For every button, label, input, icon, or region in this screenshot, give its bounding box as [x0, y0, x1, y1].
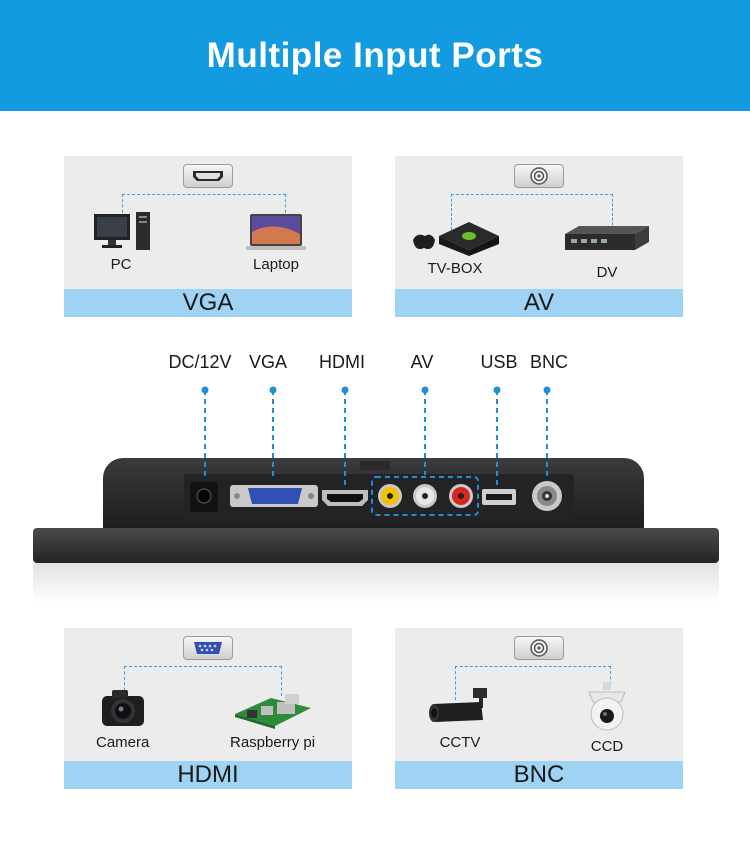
- device-label-raspberry-pi: Raspberry pi: [230, 734, 316, 751]
- raspberry-pi-device: Raspberry pi: [230, 688, 315, 751]
- device-label-pc: PC: [110, 256, 132, 273]
- hdmi-port: [322, 490, 368, 506]
- top-clip: [360, 461, 390, 470]
- device-label-ccd: CCD: [590, 738, 624, 755]
- port-label-usb: USB: [480, 352, 518, 372]
- cctv-device: CCTV: [425, 686, 495, 751]
- card-av: TV-BOX DV AV: [395, 156, 683, 317]
- ccd-device: CCD: [581, 680, 633, 755]
- card-vga: PC Laptop VGA: [64, 156, 352, 317]
- dv-device: DV: [561, 224, 653, 281]
- laptop-device: Laptop: [244, 212, 308, 273]
- device-label-laptop: Laptop: [253, 256, 299, 273]
- page-title: Multiple Input Ports: [206, 35, 544, 75]
- camera-icon: [101, 690, 144, 726]
- ccd-dome-icon: [588, 682, 626, 731]
- dvr-icon: [565, 226, 649, 250]
- port-label-bnc: BNC: [529, 352, 569, 372]
- av-white-port: [413, 484, 437, 508]
- card-hdmi: Camera Raspberry pi HDMI: [64, 628, 352, 789]
- bnc-port-icon: [514, 636, 564, 660]
- port-pointers: [204, 390, 548, 485]
- device-label-dv: DV: [596, 264, 618, 281]
- device-label-camera: Camera: [96, 734, 150, 751]
- camera-device: Camera: [96, 686, 149, 751]
- port-label-vga: VGA: [248, 352, 288, 372]
- vga-port-icon: [183, 636, 233, 660]
- port-labels: DC/12V VGA HDMI AV USB BNC: [0, 352, 750, 382]
- bnc-port: [532, 481, 562, 511]
- card-bnc: CCTV CCD BNC: [395, 628, 683, 789]
- tvbox-device: TV-BOX: [409, 218, 501, 277]
- monitor-reflection: [33, 563, 719, 603]
- bnc-port-icon: [514, 164, 564, 188]
- port-label-av: AV: [410, 352, 434, 372]
- card-footer-av: AV: [395, 289, 683, 317]
- vga-port: [230, 485, 318, 507]
- device-label-tvbox: TV-BOX: [427, 260, 483, 277]
- port-label-hdmi: HDMI: [319, 352, 365, 372]
- laptop-icon: [246, 214, 306, 250]
- card-footer-hdmi: HDMI: [64, 761, 352, 789]
- connection-line: [122, 194, 286, 218]
- raspberry-pi-icon: [234, 694, 311, 729]
- dc-jack-port: [190, 482, 218, 512]
- connection-line: [451, 194, 613, 230]
- pc-device: PC: [86, 212, 156, 273]
- hdmi-port-icon: [183, 164, 233, 188]
- title-banner: Multiple Input Ports: [0, 0, 750, 111]
- xbox-icon: [413, 222, 499, 256]
- usb-port: [482, 489, 516, 505]
- pointer-dots: [201, 386, 551, 394]
- port-label-dc: DC/12V: [168, 352, 232, 372]
- pc-icon: [94, 212, 150, 250]
- connection-line: [124, 666, 282, 696]
- av-yellow-port: [378, 484, 402, 508]
- av-group-outline: [371, 476, 479, 516]
- card-footer-vga: VGA: [64, 289, 352, 317]
- card-footer-bnc: BNC: [395, 761, 683, 789]
- monitor-body: [33, 528, 719, 563]
- device-label-cctv: CCTV: [439, 734, 481, 751]
- av-red-port: [449, 484, 473, 508]
- cctv-icon: [429, 688, 487, 722]
